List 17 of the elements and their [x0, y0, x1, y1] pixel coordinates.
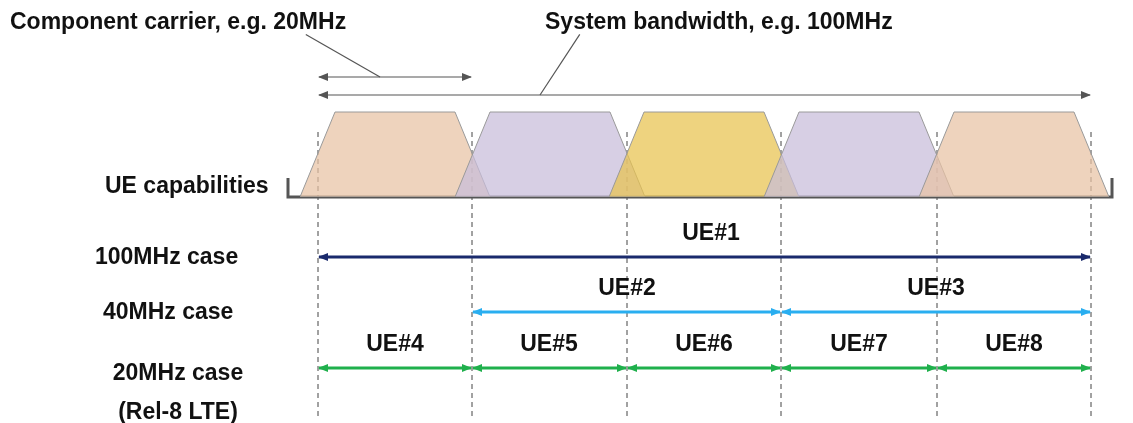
range-label: UE#4: [366, 330, 424, 357]
range-label: UE#6: [675, 330, 733, 357]
row-label: 100MHz case: [95, 243, 239, 270]
annotation-text: System bandwidth, e.g. 100MHz: [545, 8, 893, 35]
range-label: UE#7: [830, 330, 888, 357]
leader-line: [305, 33, 381, 78]
row-label: 20MHz case (Rel-8 LTE): [111, 358, 245, 423]
row-label: 40MHz case: [103, 298, 234, 325]
leader-line: [539, 33, 581, 96]
range-label: UE#3: [907, 274, 965, 301]
annotation-text: Component carrier, e.g. 20MHz: [10, 8, 347, 35]
range-label: UE#8: [985, 330, 1043, 357]
range-label: UE#2: [598, 274, 656, 301]
carrier-trapezoid: [919, 111, 1109, 197]
range-label: UE#5: [520, 330, 578, 357]
range-label: UE#1: [682, 219, 740, 246]
row-label: UE capabilities: [105, 172, 269, 199]
